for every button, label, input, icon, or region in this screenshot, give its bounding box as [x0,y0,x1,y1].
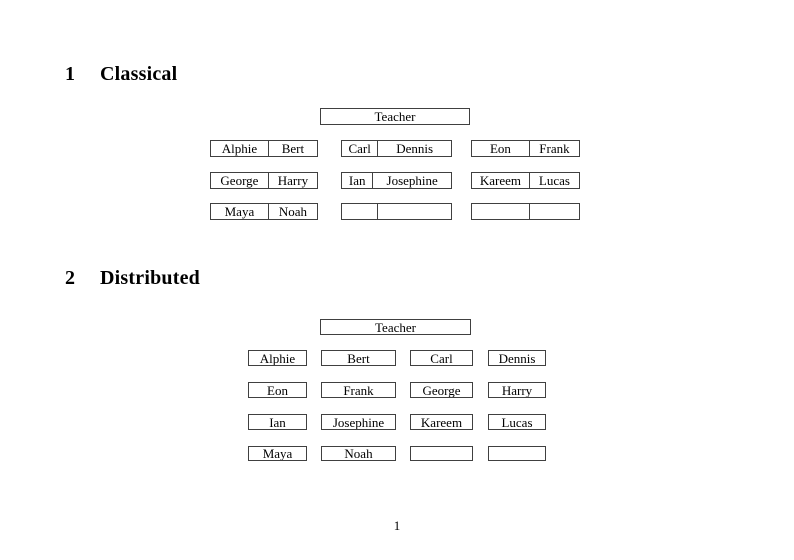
seat-box-empty [410,446,473,461]
desk-seat-right: Josephine [386,173,438,188]
desk: Kareem Lucas [471,172,580,189]
desk-seat-right [378,204,451,219]
desk: Carl Dennis [341,140,452,157]
desk-seat-left: Maya [211,204,269,219]
page-number: 1 [393,518,401,533]
seat-box: Lucas [488,414,546,430]
section-1-heading: 1 Classical [65,63,177,86]
desk-seat-left [342,204,379,219]
section-2-number: 2 [65,267,76,289]
desk-seat-left: Carl [342,141,379,156]
seat-box: Alphie [248,350,307,366]
desk: Eon Frank [471,140,580,157]
seat-box: Dennis [488,350,546,366]
seat-box: George [410,382,473,398]
seat-box-empty [488,446,546,461]
seat-box: Kareem [410,414,473,430]
desk: Ian Josephine [341,172,452,189]
desk: George Harry [210,172,318,189]
teacher-label: Teacher [374,109,416,124]
seat-box: Noah [321,446,396,461]
desk-seat-left: Ian [342,173,374,188]
seat-box: Maya [248,446,307,461]
desk-seat-left: Alphie [211,141,269,156]
desk-seat-right [530,204,579,219]
section-1-number: 1 [65,63,76,85]
section-2-heading: 2 Distributed [65,267,200,290]
seat-box: Frank [321,382,396,398]
desk-seat-left: Eon [472,141,530,156]
seat-box: Ian [248,414,307,430]
teacher-box: Teacher [320,319,471,335]
seat-box: Josephine [321,414,396,430]
section-2-title: Distributed [100,267,200,289]
desk-seat-right: Noah [278,204,308,219]
desk-empty [341,203,452,220]
seat-box: Harry [488,382,546,398]
desk-empty [471,203,580,220]
seat-box: Eon [248,382,307,398]
desk-seat-left: Kareem [472,173,530,188]
desk-seat-right: Harry [277,173,309,188]
desk-seat-right: Frank [539,141,570,156]
desk-seat-right: Bert [281,141,305,156]
desk-seat-right: Dennis [396,141,434,156]
desk-seat-left [472,204,530,219]
teacher-label: Teacher [375,319,416,335]
seat-box: Carl [410,350,473,366]
desk: Maya Noah [210,203,318,220]
seat-box: Bert [321,350,396,366]
desk-seat-right: Lucas [538,173,570,188]
desk-seat-left: George [211,173,269,188]
section-1-title: Classical [100,63,178,85]
teacher-box: Teacher [320,108,470,125]
desk: Alphie Bert [210,140,318,157]
